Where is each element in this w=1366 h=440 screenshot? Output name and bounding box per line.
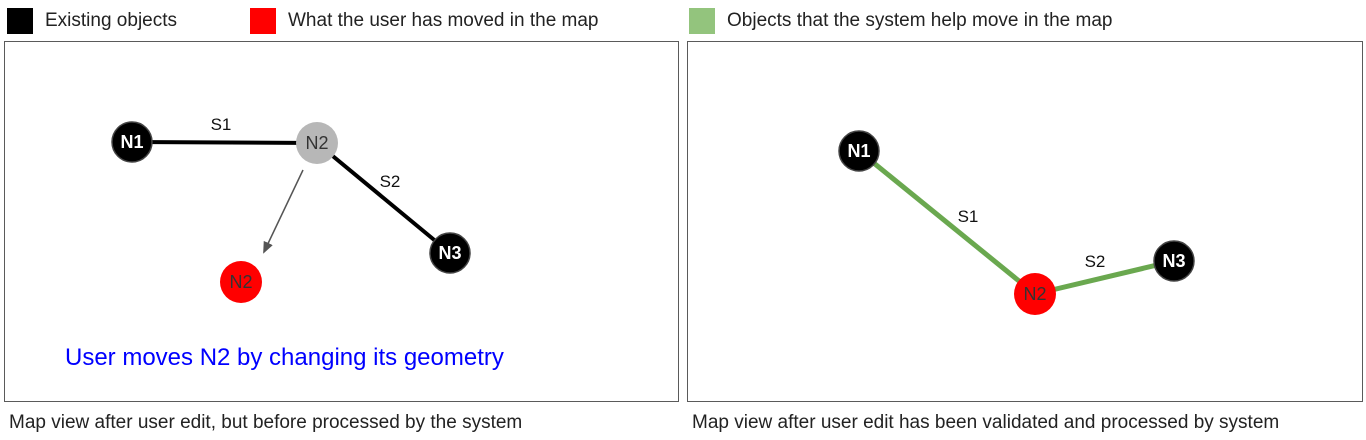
edge-label-s1: S1 (211, 115, 232, 134)
map-canvas-before: S1 S2 N1 N2 N3 N2 User moves N2 by chang… (65, 115, 504, 371)
legend-label-existing: Existing objects (45, 10, 178, 31)
legend-moved: What the user has moved in the map (250, 7, 599, 35)
node-n1: N1 (838, 130, 880, 172)
edge-label-s2: S2 (1085, 252, 1106, 271)
node-label-n1: N1 (847, 141, 870, 161)
legend-label-helped: Objects that the system help move in the… (727, 10, 1113, 31)
edge-s1 (857, 149, 1037, 296)
map-panel-after: S1 S2 N1 N2 N3 (687, 41, 1363, 402)
move-arrow (263, 169, 304, 254)
caption-before: Map view after user edit, but before pro… (9, 412, 523, 433)
node-n2-previous: N2 (296, 122, 338, 164)
map-canvas-after: S1 S2 N1 N2 N3 (838, 130, 1195, 315)
edge-s1 (131, 140, 318, 145)
node-n2-moved: N2 (220, 261, 262, 303)
legend-swatch-moved (250, 8, 276, 34)
node-n3: N3 (429, 232, 471, 274)
edge-label-s1: S1 (958, 207, 979, 226)
node-label-n3: N3 (1162, 251, 1185, 271)
edge-s2 (315, 141, 452, 255)
node-label-n2-previous: N2 (305, 133, 328, 153)
edge-label-s2: S2 (380, 172, 401, 191)
legend-swatch-helped (689, 8, 715, 34)
legend-existing: Existing objects (7, 7, 177, 35)
map-panel-before: S1 S2 N1 N2 N3 N2 User moves N2 by chang… (4, 41, 679, 402)
node-label-n1: N1 (120, 132, 143, 152)
legend-label-moved: What the user has moved in the map (288, 10, 599, 31)
node-n2: N2 (1014, 273, 1056, 315)
node-label-n2-moved: N2 (229, 272, 252, 292)
node-n3: N3 (1153, 240, 1195, 282)
edge-s2 (1034, 258, 1175, 297)
node-label-n3: N3 (438, 243, 461, 263)
node-n1: N1 (111, 121, 153, 163)
legend-helped: Objects that the system help move in the… (689, 7, 1112, 35)
legend-swatch-existing (7, 8, 33, 34)
node-label-n2: N2 (1023, 284, 1046, 304)
caption-after: Map view after user edit has been valida… (692, 412, 1280, 433)
edit-note: User moves N2 by changing its geometry (65, 344, 504, 371)
